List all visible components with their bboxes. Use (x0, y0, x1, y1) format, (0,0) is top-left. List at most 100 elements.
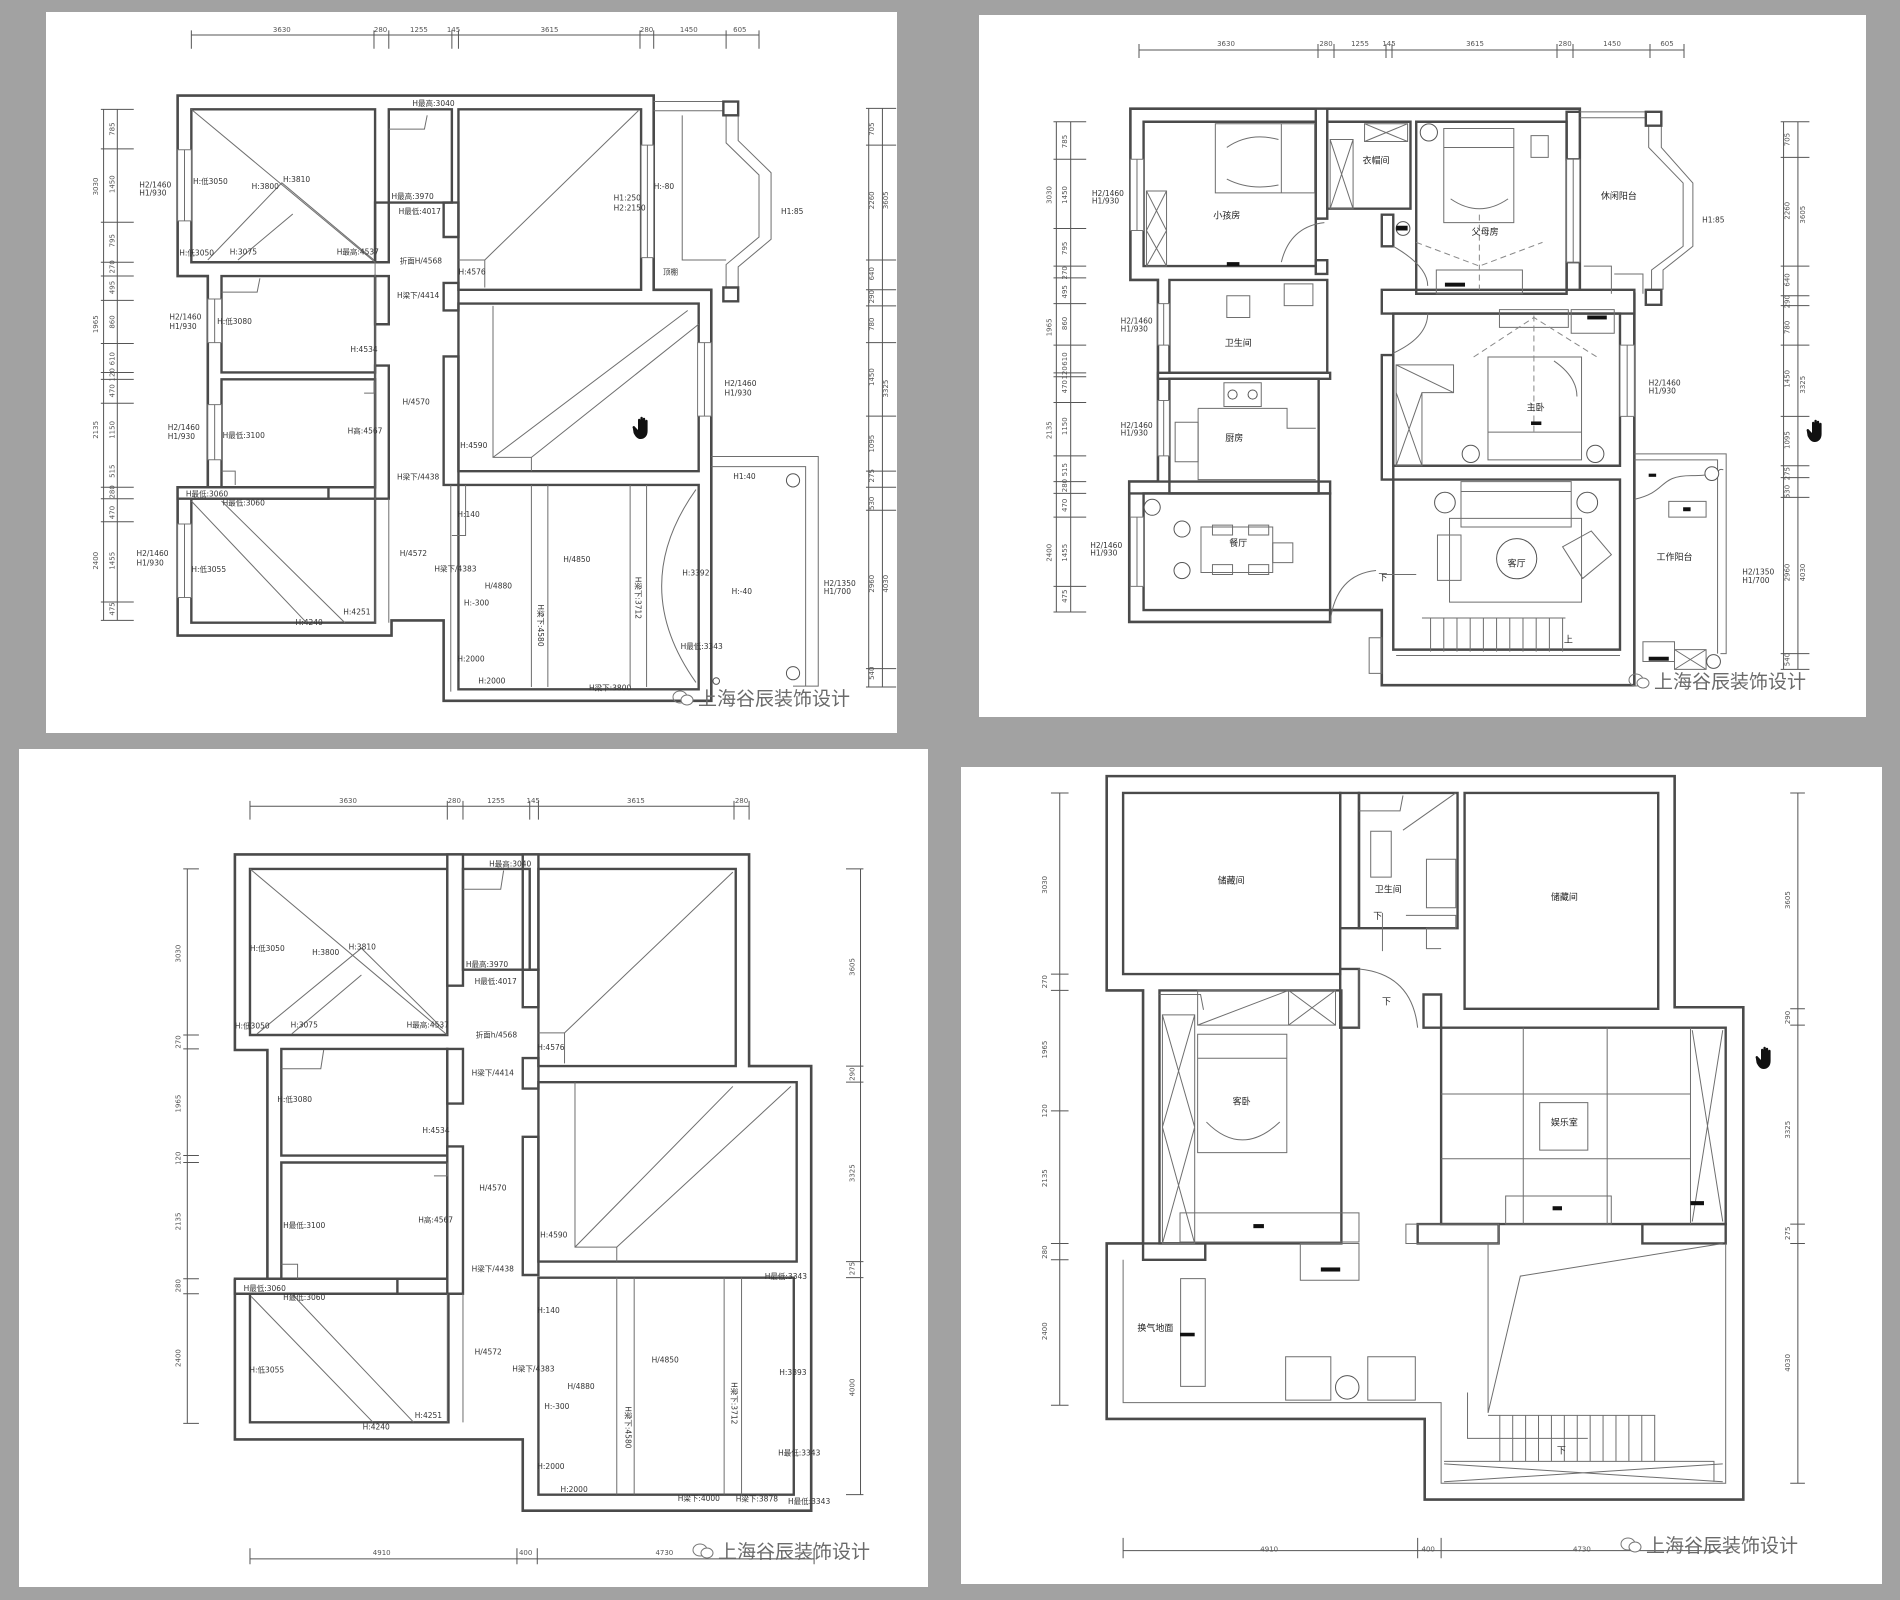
interior-wall (523, 1058, 539, 1089)
dimension-label: 795 (1061, 242, 1069, 255)
height-annotation: H高:4567 (348, 426, 383, 436)
dimension-label: 2135 (1046, 421, 1054, 439)
dimension-line (250, 801, 749, 820)
outlet-marker (1253, 1224, 1264, 1229)
height-annotation: H最高:3040 (489, 858, 531, 868)
dimension-label: 515 (109, 464, 117, 477)
height-annotation: H:3810 (283, 175, 310, 184)
dimension-label: 270 (109, 260, 117, 273)
outlet-marker (1690, 1201, 1704, 1206)
dimension-line (846, 869, 863, 1495)
room-outline (538, 1082, 796, 1261)
watermark-text: 上海谷辰装饰设计 (718, 1541, 871, 1563)
height-annotation: H2:2150 (614, 203, 646, 212)
round-fixture (1248, 390, 1257, 399)
fixture-line (1692, 1030, 1723, 1221)
dimension-line (1123, 1538, 1729, 1558)
outlet-marker (1320, 1267, 1341, 1272)
height-annotation: H最高:4537 (407, 1020, 449, 1030)
dimension-label: 3030 (92, 178, 100, 196)
dimension-label: 280 (1061, 479, 1069, 492)
height-annotation: H1/700 (1742, 576, 1769, 585)
dimension-label: 270 (1041, 975, 1049, 988)
height-annotation: H2/1460 (1121, 421, 1153, 430)
hand-cursor-icon (1755, 1046, 1771, 1069)
dimension-label: 540 (868, 667, 876, 680)
fixture-line (1286, 1357, 1416, 1400)
height-annotation: H梁下:4580 (536, 604, 545, 646)
outlet-marker (1587, 315, 1607, 320)
height-annotation: H最高:3040 (412, 98, 454, 108)
height-annotation: H梁下:3712 (730, 1382, 739, 1424)
wechat-icon (672, 690, 694, 705)
fixture-line (222, 471, 236, 485)
dimension-label: 530 (1783, 485, 1791, 498)
dimension-label: 3615 (1466, 40, 1484, 48)
dimension-label: 610 (109, 352, 117, 365)
fixture-line (617, 1278, 742, 1495)
height-annotation: H梁下/4383 (434, 564, 476, 573)
height-annotation: H1:85 (781, 207, 804, 216)
room-outline (389, 109, 452, 202)
dimension-label: 275 (868, 469, 876, 482)
dimension-label: 120 (109, 368, 117, 381)
height-annotation: H:低3050 (193, 176, 228, 186)
wechat-icon (1620, 1537, 1642, 1552)
fixture-line (1669, 501, 1706, 517)
fixture-line (1437, 535, 1461, 580)
height-annotation: H:低3080 (277, 1094, 312, 1104)
fixture-line (208, 183, 374, 260)
height-annotation: H:3075 (230, 247, 257, 256)
height-annotation: H:3800 (252, 182, 279, 191)
fixture-line (1563, 531, 1612, 578)
room-name-label: 下 (1373, 912, 1382, 922)
height-annotation: H:4534 (422, 1126, 449, 1135)
room-outline (1465, 793, 1659, 1009)
fixture-line (1506, 1196, 1612, 1224)
room-name-label: 父母房 (1472, 226, 1499, 238)
round-fixture (786, 667, 799, 680)
height-annotation: H梁下:3712 (634, 577, 643, 619)
fixture-line (1359, 796, 1403, 811)
room-name-label: 主卧 (1527, 401, 1545, 413)
dimension-label: 280 (374, 26, 387, 34)
dimension-label: 270 (1061, 266, 1069, 279)
dimension-label: 1095 (868, 435, 876, 453)
height-annotation: H:3393 (779, 1368, 806, 1377)
height-annotation: H1/930 (169, 322, 196, 331)
dimension-label: 3030 (174, 945, 182, 963)
height-annotation: H/4880 (567, 1382, 594, 1391)
interior-wall (375, 276, 389, 324)
dimension-label: 145 (527, 797, 540, 805)
fixture-line (1571, 310, 1614, 334)
height-annotation: H:4240 (363, 1422, 390, 1431)
column (723, 102, 738, 116)
height-annotation: H梁下/4414 (397, 291, 439, 300)
dimension-label: 495 (109, 281, 117, 294)
outlet-marker (1444, 282, 1466, 287)
dimension-label: 530 (868, 497, 876, 510)
fixture-line (1300, 1243, 1359, 1280)
dimension-label: 4910 (373, 1549, 391, 1557)
dimension-label: 475 (109, 602, 117, 615)
dimension-label: 705 (1783, 133, 1791, 146)
height-annotation: H梁下/4383 (512, 1364, 554, 1373)
fixture-line (191, 109, 375, 262)
interior-wall (447, 854, 463, 985)
dimension-label: 1965 (1041, 1041, 1049, 1059)
interior-wall (1340, 969, 1359, 1028)
fixture-line (1198, 1034, 1287, 1152)
dimension-label: 1255 (1351, 40, 1369, 48)
round-fixture (1707, 655, 1721, 669)
hand-cursor-icon (1806, 419, 1822, 442)
room-name-label: 卫生间 (1225, 337, 1252, 349)
fixture-line (1441, 1028, 1690, 1224)
fixture-line (1330, 571, 1376, 622)
dimension-label: 1450 (1603, 40, 1621, 48)
height-annotation: H1:250 (614, 193, 641, 202)
height-annotation: H/4570 (403, 398, 430, 407)
round-fixture (1587, 445, 1604, 462)
room-name-label: 厨房 (1225, 432, 1243, 444)
dimension-label: 3615 (541, 26, 559, 34)
dimension-label: 400 (519, 1549, 532, 1557)
